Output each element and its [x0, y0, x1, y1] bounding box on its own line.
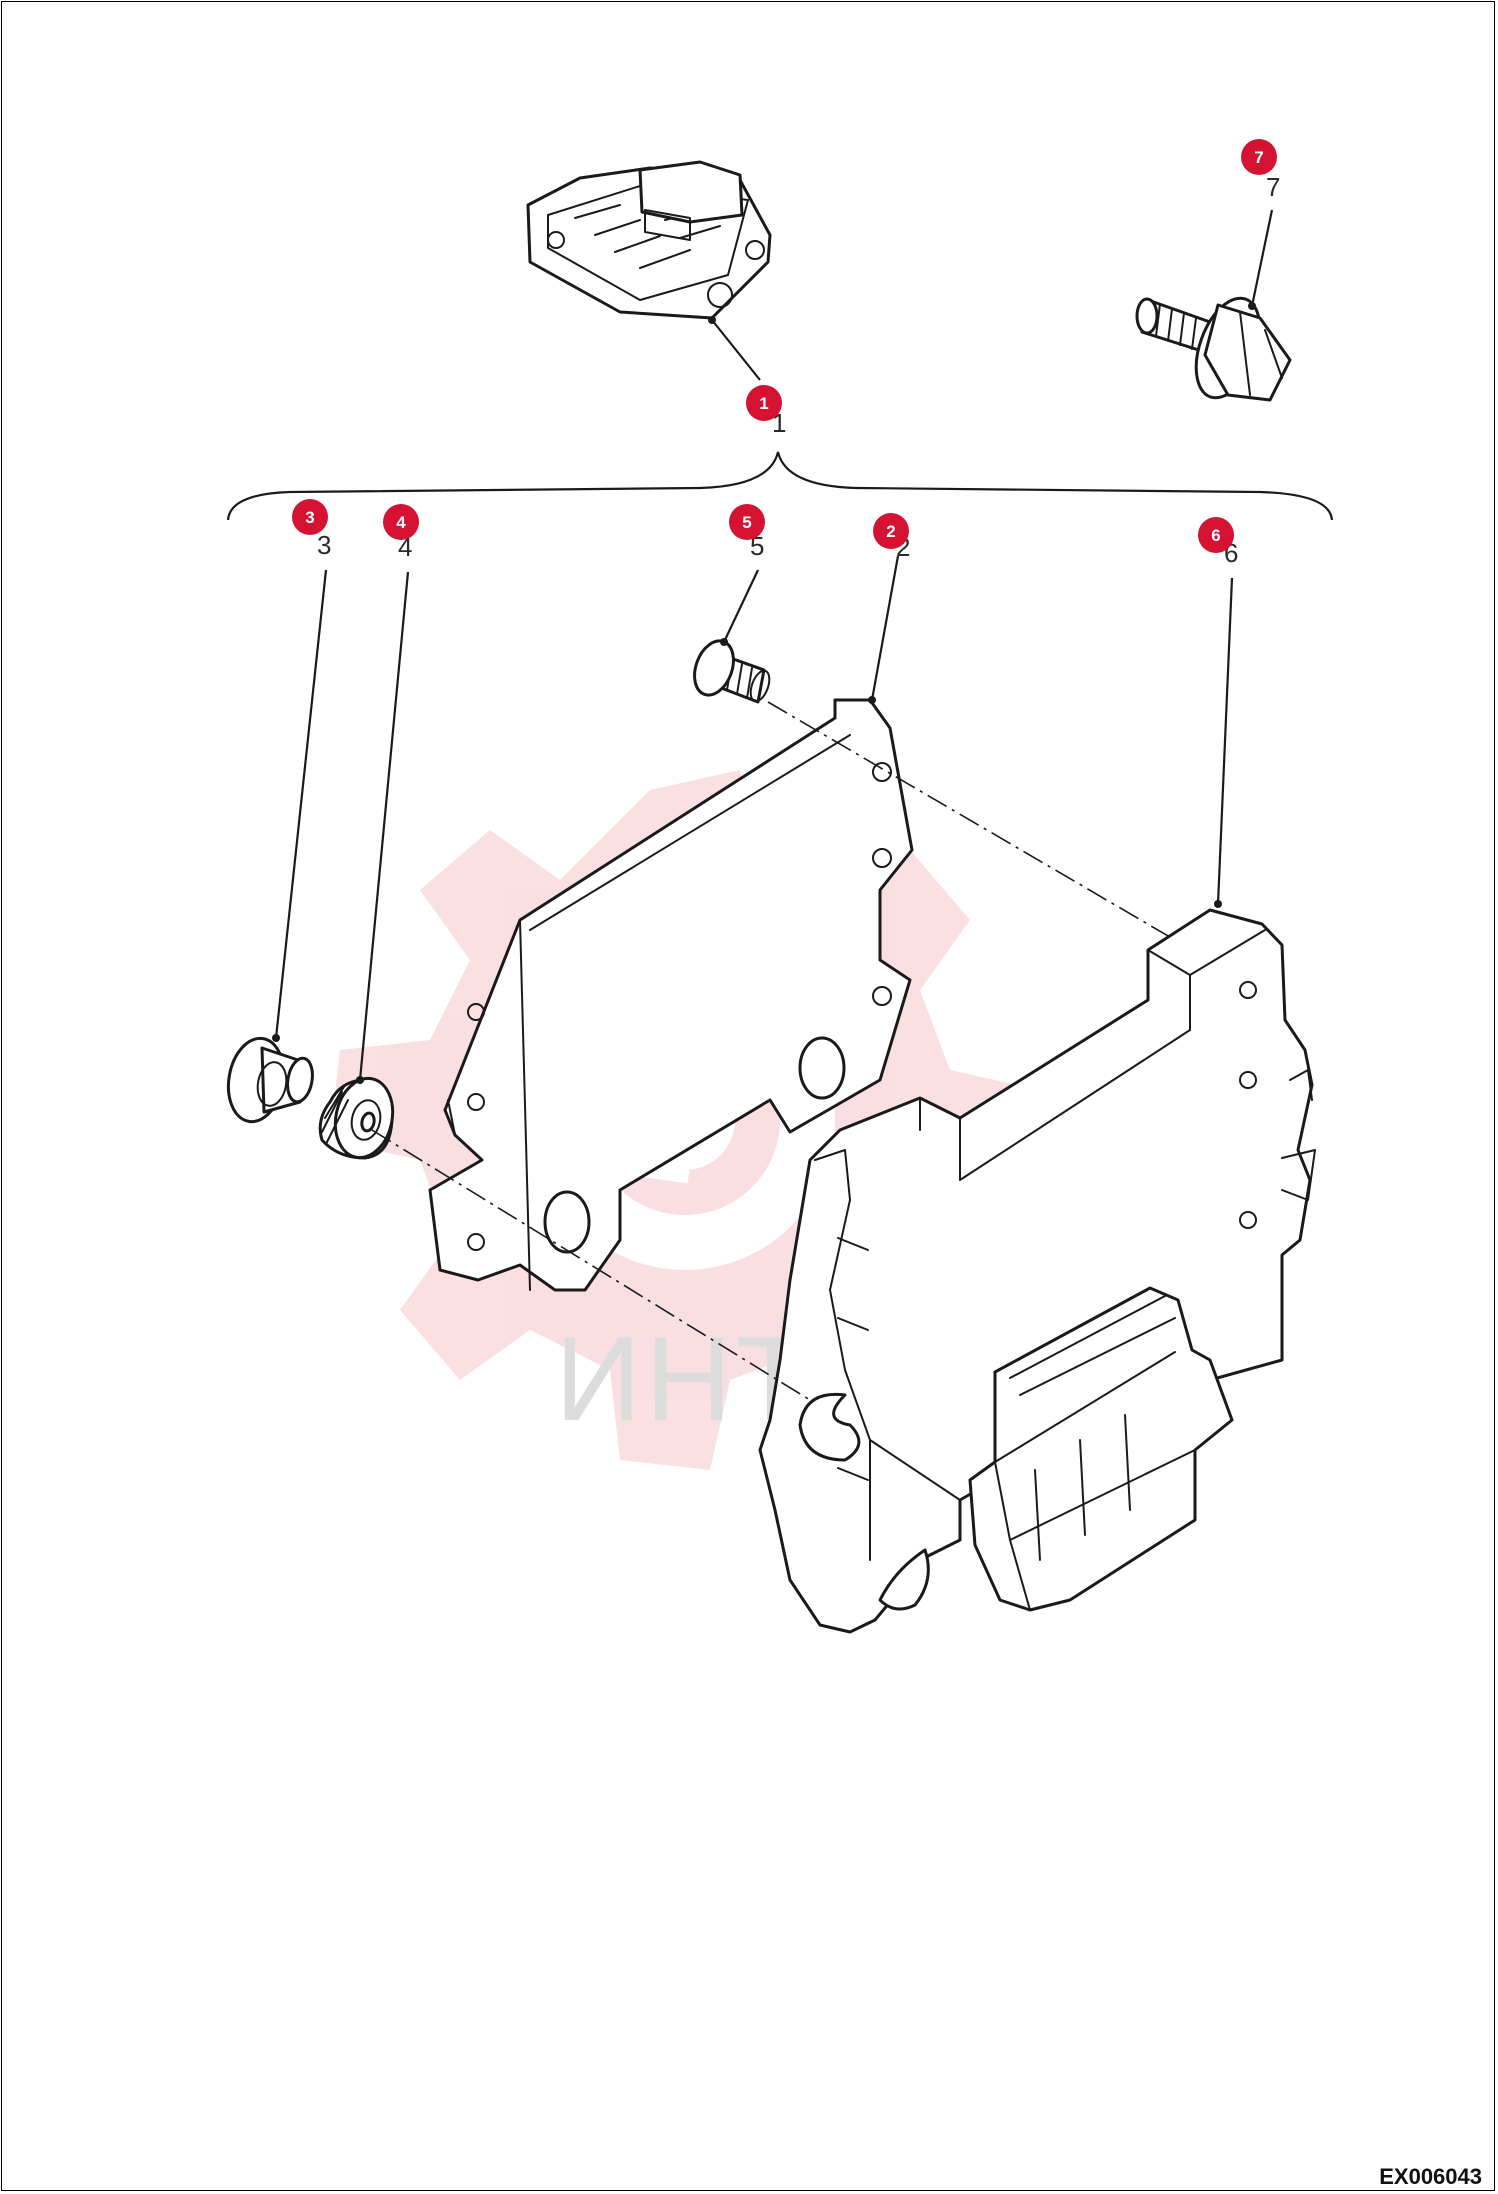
- svg-text:6: 6: [1211, 526, 1220, 545]
- svg-text:7: 7: [1254, 148, 1263, 167]
- leader-3: [274, 569, 328, 1039]
- leader-4: [358, 571, 410, 1081]
- svg-text:2: 2: [886, 522, 895, 541]
- part-7-flange-bolt: [1135, 296, 1292, 402]
- svg-text:1: 1: [759, 394, 768, 413]
- svg-text:5: 5: [742, 513, 751, 532]
- leader-5: [723, 569, 759, 643]
- callout-badge-2[interactable]: 2: [873, 513, 909, 549]
- part-5-screw: [693, 639, 771, 704]
- leader-7: [1250, 209, 1274, 307]
- part-2-mounting-bracket: [428, 698, 914, 1292]
- callout-badge-6[interactable]: 6: [1198, 517, 1234, 553]
- part-number-7: 7: [1266, 172, 1280, 202]
- leader-1: [711, 319, 761, 381]
- callout-badge-7[interactable]: 7: [1241, 139, 1277, 175]
- callout-badge-1[interactable]: 1: [746, 385, 782, 421]
- assembly-axis-screw: [767, 701, 1176, 941]
- svg-text:3: 3: [305, 508, 314, 527]
- callout-badge-4[interactable]: 4: [383, 504, 419, 540]
- drawing-code: EX006043: [1379, 2164, 1482, 2189]
- part-3-collar-bushing: [226, 1036, 314, 1124]
- assembly-axis-grommet: [371, 1129, 811, 1401]
- part-number-3: 3: [317, 530, 331, 560]
- callout-badge-3[interactable]: 3: [292, 499, 328, 535]
- leader-2: [870, 555, 900, 701]
- group-bracket: [226, 451, 1334, 521]
- part-1-control-unit: [526, 160, 772, 320]
- callout-badge-5[interactable]: 5: [729, 504, 765, 540]
- part-6-ecu-housing: [758, 908, 1316, 1634]
- leader-6: [1216, 577, 1234, 905]
- svg-text:4: 4: [396, 513, 406, 532]
